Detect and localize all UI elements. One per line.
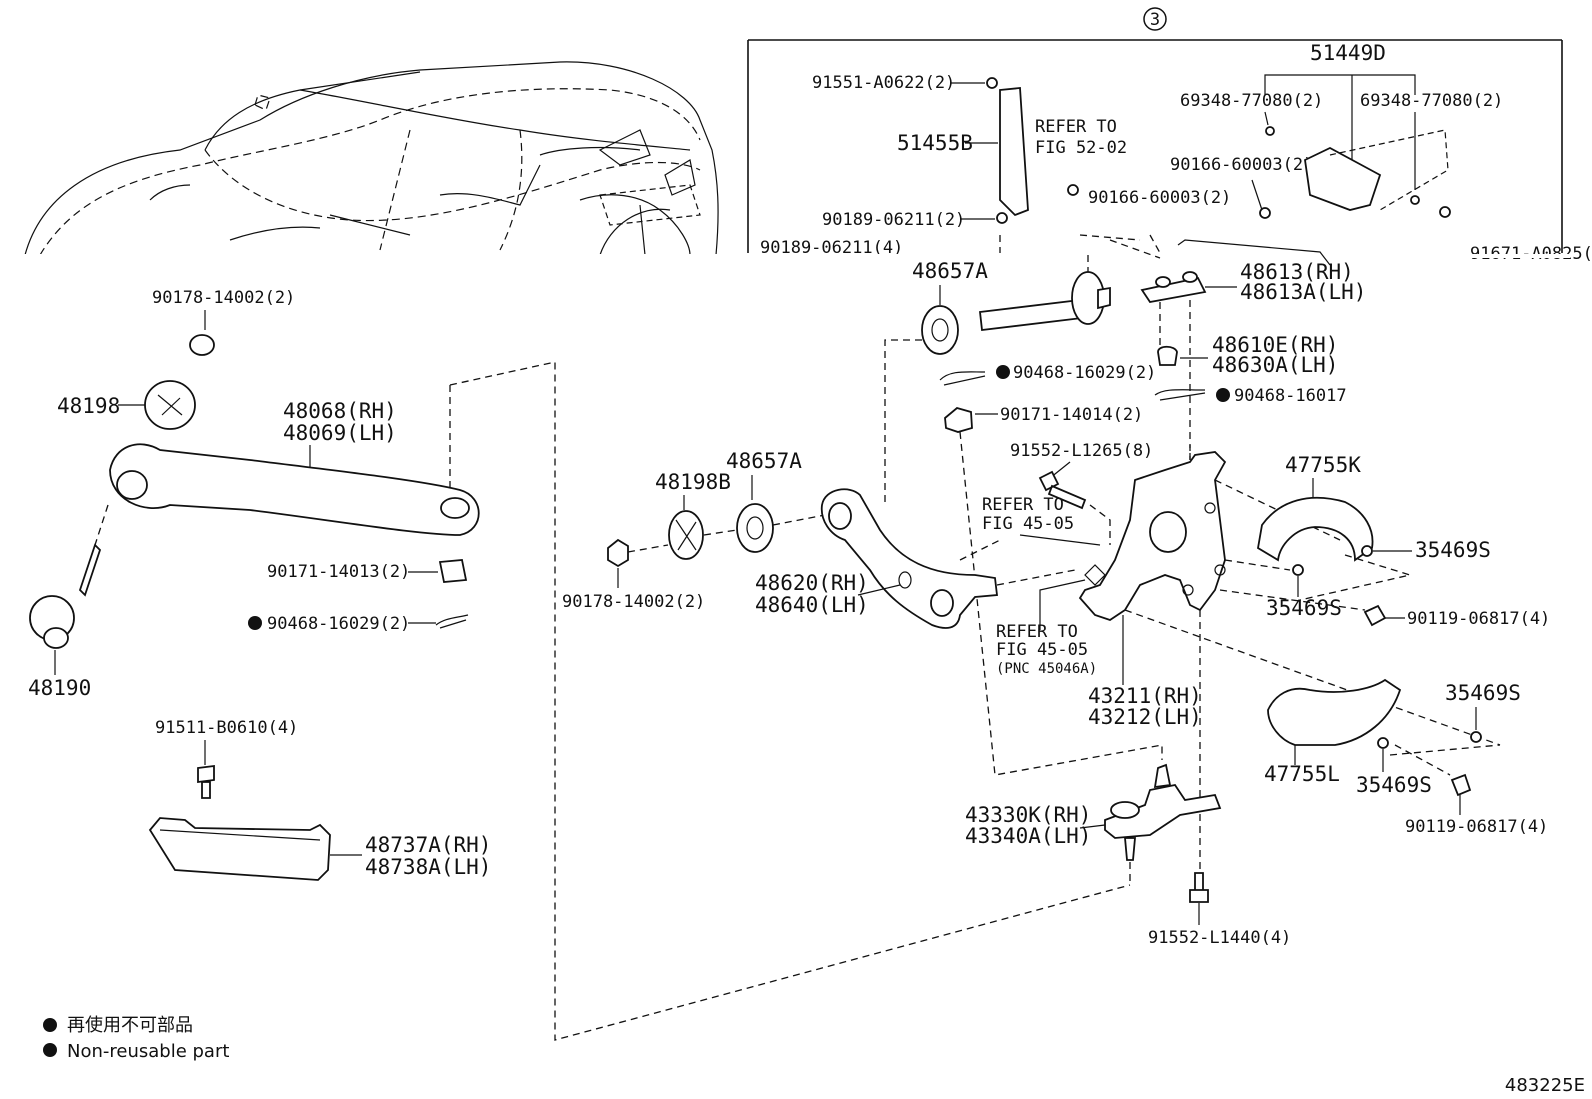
label-48198B: 48198B bbox=[655, 470, 731, 494]
camber-bolt bbox=[979, 298, 1083, 332]
dust-shield-47755L bbox=[1267, 678, 1402, 746]
nut-90171-14014 bbox=[944, 407, 973, 433]
pin-90468-a bbox=[435, 614, 469, 629]
label-43211: 43211(RH) bbox=[1088, 684, 1202, 708]
under-cover-plate bbox=[1304, 146, 1382, 211]
pin-90468-c bbox=[1154, 389, 1206, 401]
ball-joint-43330K bbox=[1104, 783, 1222, 839]
label-90189-06211-a: 90189-06211(2) bbox=[822, 210, 965, 230]
label-35469S-c: 35469S bbox=[1445, 681, 1521, 705]
screw-35469S-d bbox=[1377, 737, 1389, 749]
label-47755K: 47755K bbox=[1285, 453, 1361, 477]
label-47755L: 47755L bbox=[1264, 762, 1340, 786]
label-90468-16029-a: 90468-16029(2) bbox=[267, 614, 410, 634]
screw-35469S-b bbox=[1292, 564, 1304, 576]
legend: 再使用不可部品 Non-reusable part bbox=[43, 1015, 229, 1062]
figure-code: 483225E bbox=[1505, 1075, 1585, 1096]
washer-48657A-mid bbox=[736, 503, 774, 553]
label-91511-B0610: 91511-B0610(4) bbox=[155, 718, 298, 738]
label-48630A: 48630A(LH) bbox=[1212, 353, 1338, 377]
nut-90171-14013 bbox=[438, 559, 468, 583]
label-48657A-mid: 48657A bbox=[726, 449, 802, 473]
label-48190: 48190 bbox=[28, 676, 91, 700]
label-69348-77080-b: 69348-77080(2) bbox=[1360, 91, 1503, 111]
bracket-48613 bbox=[1140, 276, 1207, 303]
bracket-51455B bbox=[999, 87, 1029, 217]
dust-shield-47755K bbox=[1257, 496, 1374, 562]
refer-45-05-b-line1: REFER TO bbox=[996, 622, 1078, 642]
tie-rod-end-48190 bbox=[78, 543, 102, 597]
label-51455B: 51455B bbox=[897, 131, 973, 155]
non-reusable-dot-90468-a bbox=[248, 616, 262, 630]
label-35469S-a: 35469S bbox=[1415, 538, 1491, 562]
label-48737A: 48737A(RH) bbox=[365, 833, 491, 857]
label-48613A: 48613A(LH) bbox=[1240, 280, 1366, 304]
label-48657A-top: 48657A bbox=[912, 259, 988, 283]
label-48069: 48069(LH) bbox=[283, 421, 397, 445]
label-91552-L1265: 91552-L1265(8) bbox=[1010, 441, 1153, 461]
bumper-48610E bbox=[1157, 345, 1178, 366]
legend-text-jp: 再使用不可部品 bbox=[67, 1015, 193, 1036]
label-90178-14002-b: 90178-14002(2) bbox=[562, 592, 705, 612]
label-90171-14013: 90171-14013(2) bbox=[267, 562, 410, 582]
label-48068: 48068(RH) bbox=[283, 399, 397, 423]
nut-90178-b bbox=[607, 538, 629, 568]
label-90468-16029-b: 90468-16029(2) bbox=[1013, 363, 1156, 383]
refer-52-02-line2: FIG 52-02 bbox=[1035, 138, 1127, 158]
refer-45-05-a-line2: FIG 45-05 bbox=[982, 514, 1074, 534]
label-43340A: 43340A(LH) bbox=[965, 824, 1091, 848]
label-90166-60003-b: 90166-60003(2) bbox=[1088, 188, 1231, 208]
label-35469S-b: 35469S bbox=[1266, 596, 1342, 620]
legend-dot-en bbox=[43, 1043, 57, 1057]
lower-arm-48620 bbox=[820, 488, 999, 629]
label-43212: 43212(LH) bbox=[1088, 705, 1202, 729]
bolt-90119-a bbox=[1363, 604, 1387, 627]
label-51449D: 51449D bbox=[1310, 41, 1386, 65]
label-90119-06817-b: 90119-06817(4) bbox=[1405, 817, 1548, 837]
non-reusable-dot-90468-b bbox=[996, 365, 1010, 379]
legend-dot-jp bbox=[43, 1018, 57, 1032]
label-90171-14014: 90171-14014(2) bbox=[1000, 405, 1143, 425]
screw-35469S-a bbox=[1361, 545, 1373, 557]
left-group-upper-arm: 90178-14002(2) 48198 48068(RH) 48069(LH)… bbox=[28, 288, 1131, 1041]
legend-text-en: Non-reusable part bbox=[67, 1041, 229, 1062]
bolt-91552-L1440 bbox=[1189, 872, 1209, 903]
circled-marker bbox=[1143, 7, 1167, 31]
circled-marker-text: 3 bbox=[1150, 10, 1160, 30]
label-69348-77080-a: 69348-77080(2) bbox=[1180, 91, 1323, 111]
label-48613: 48613(RH) bbox=[1240, 260, 1354, 284]
label-48738A: 48738A(LH) bbox=[365, 855, 491, 879]
refer-52-02-line1: REFER TO bbox=[1035, 117, 1117, 137]
label-90119-06817-a: 90119-06817(4) bbox=[1407, 609, 1550, 629]
non-reusable-dot-90468-c bbox=[1216, 388, 1230, 402]
label-91551-A0622: 91551-A0622(2) bbox=[812, 73, 955, 93]
label-48610E: 48610E(RH) bbox=[1212, 333, 1338, 357]
nut-90178 bbox=[189, 334, 215, 356]
label-48620: 48620(RH) bbox=[755, 571, 869, 595]
bolt-91552-L1265 bbox=[1038, 470, 1087, 510]
label-48640: 48640(LH) bbox=[755, 593, 869, 617]
inset-box: 3 51449D 69348-77080(2) 69348-77080(2) 9… bbox=[747, 7, 1592, 264]
refer-45-05-a-line1: REFER TO bbox=[982, 495, 1064, 515]
pin-90468-b bbox=[939, 371, 986, 386]
bolt-90119-b bbox=[1450, 773, 1472, 797]
label-48198: 48198 bbox=[57, 394, 120, 418]
washer-48657A-top bbox=[921, 305, 959, 355]
label-35469S-d: 35469S bbox=[1356, 773, 1432, 797]
refer-45-05-b-line2: FIG 45-05 bbox=[996, 640, 1088, 660]
label-90468-16017: 90468-16017 bbox=[1234, 386, 1347, 406]
bolt-91511 bbox=[197, 764, 215, 799]
label-90178-14002-a: 90178-14002(2) bbox=[152, 288, 295, 308]
screw-35469S-c bbox=[1470, 731, 1482, 743]
label-90166-60003-a: 90166-60003(2) bbox=[1170, 155, 1313, 175]
cover-48737A bbox=[148, 817, 331, 881]
refer-45-05-b-line3: (PNC 45046A) bbox=[996, 661, 1097, 677]
upper-arm-48068 bbox=[109, 443, 480, 536]
vehicle-outline-illustration bbox=[24, 61, 719, 256]
label-43330K: 43330K(RH) bbox=[965, 803, 1091, 827]
center-right-group: 48657A 48613(RH) 48613A(LH) 48610E(RH) 4… bbox=[562, 239, 1550, 948]
label-90189-06211-b: 90189-06211(4) bbox=[760, 238, 903, 258]
label-91552-L1440: 91552-L1440(4) bbox=[1148, 928, 1291, 948]
